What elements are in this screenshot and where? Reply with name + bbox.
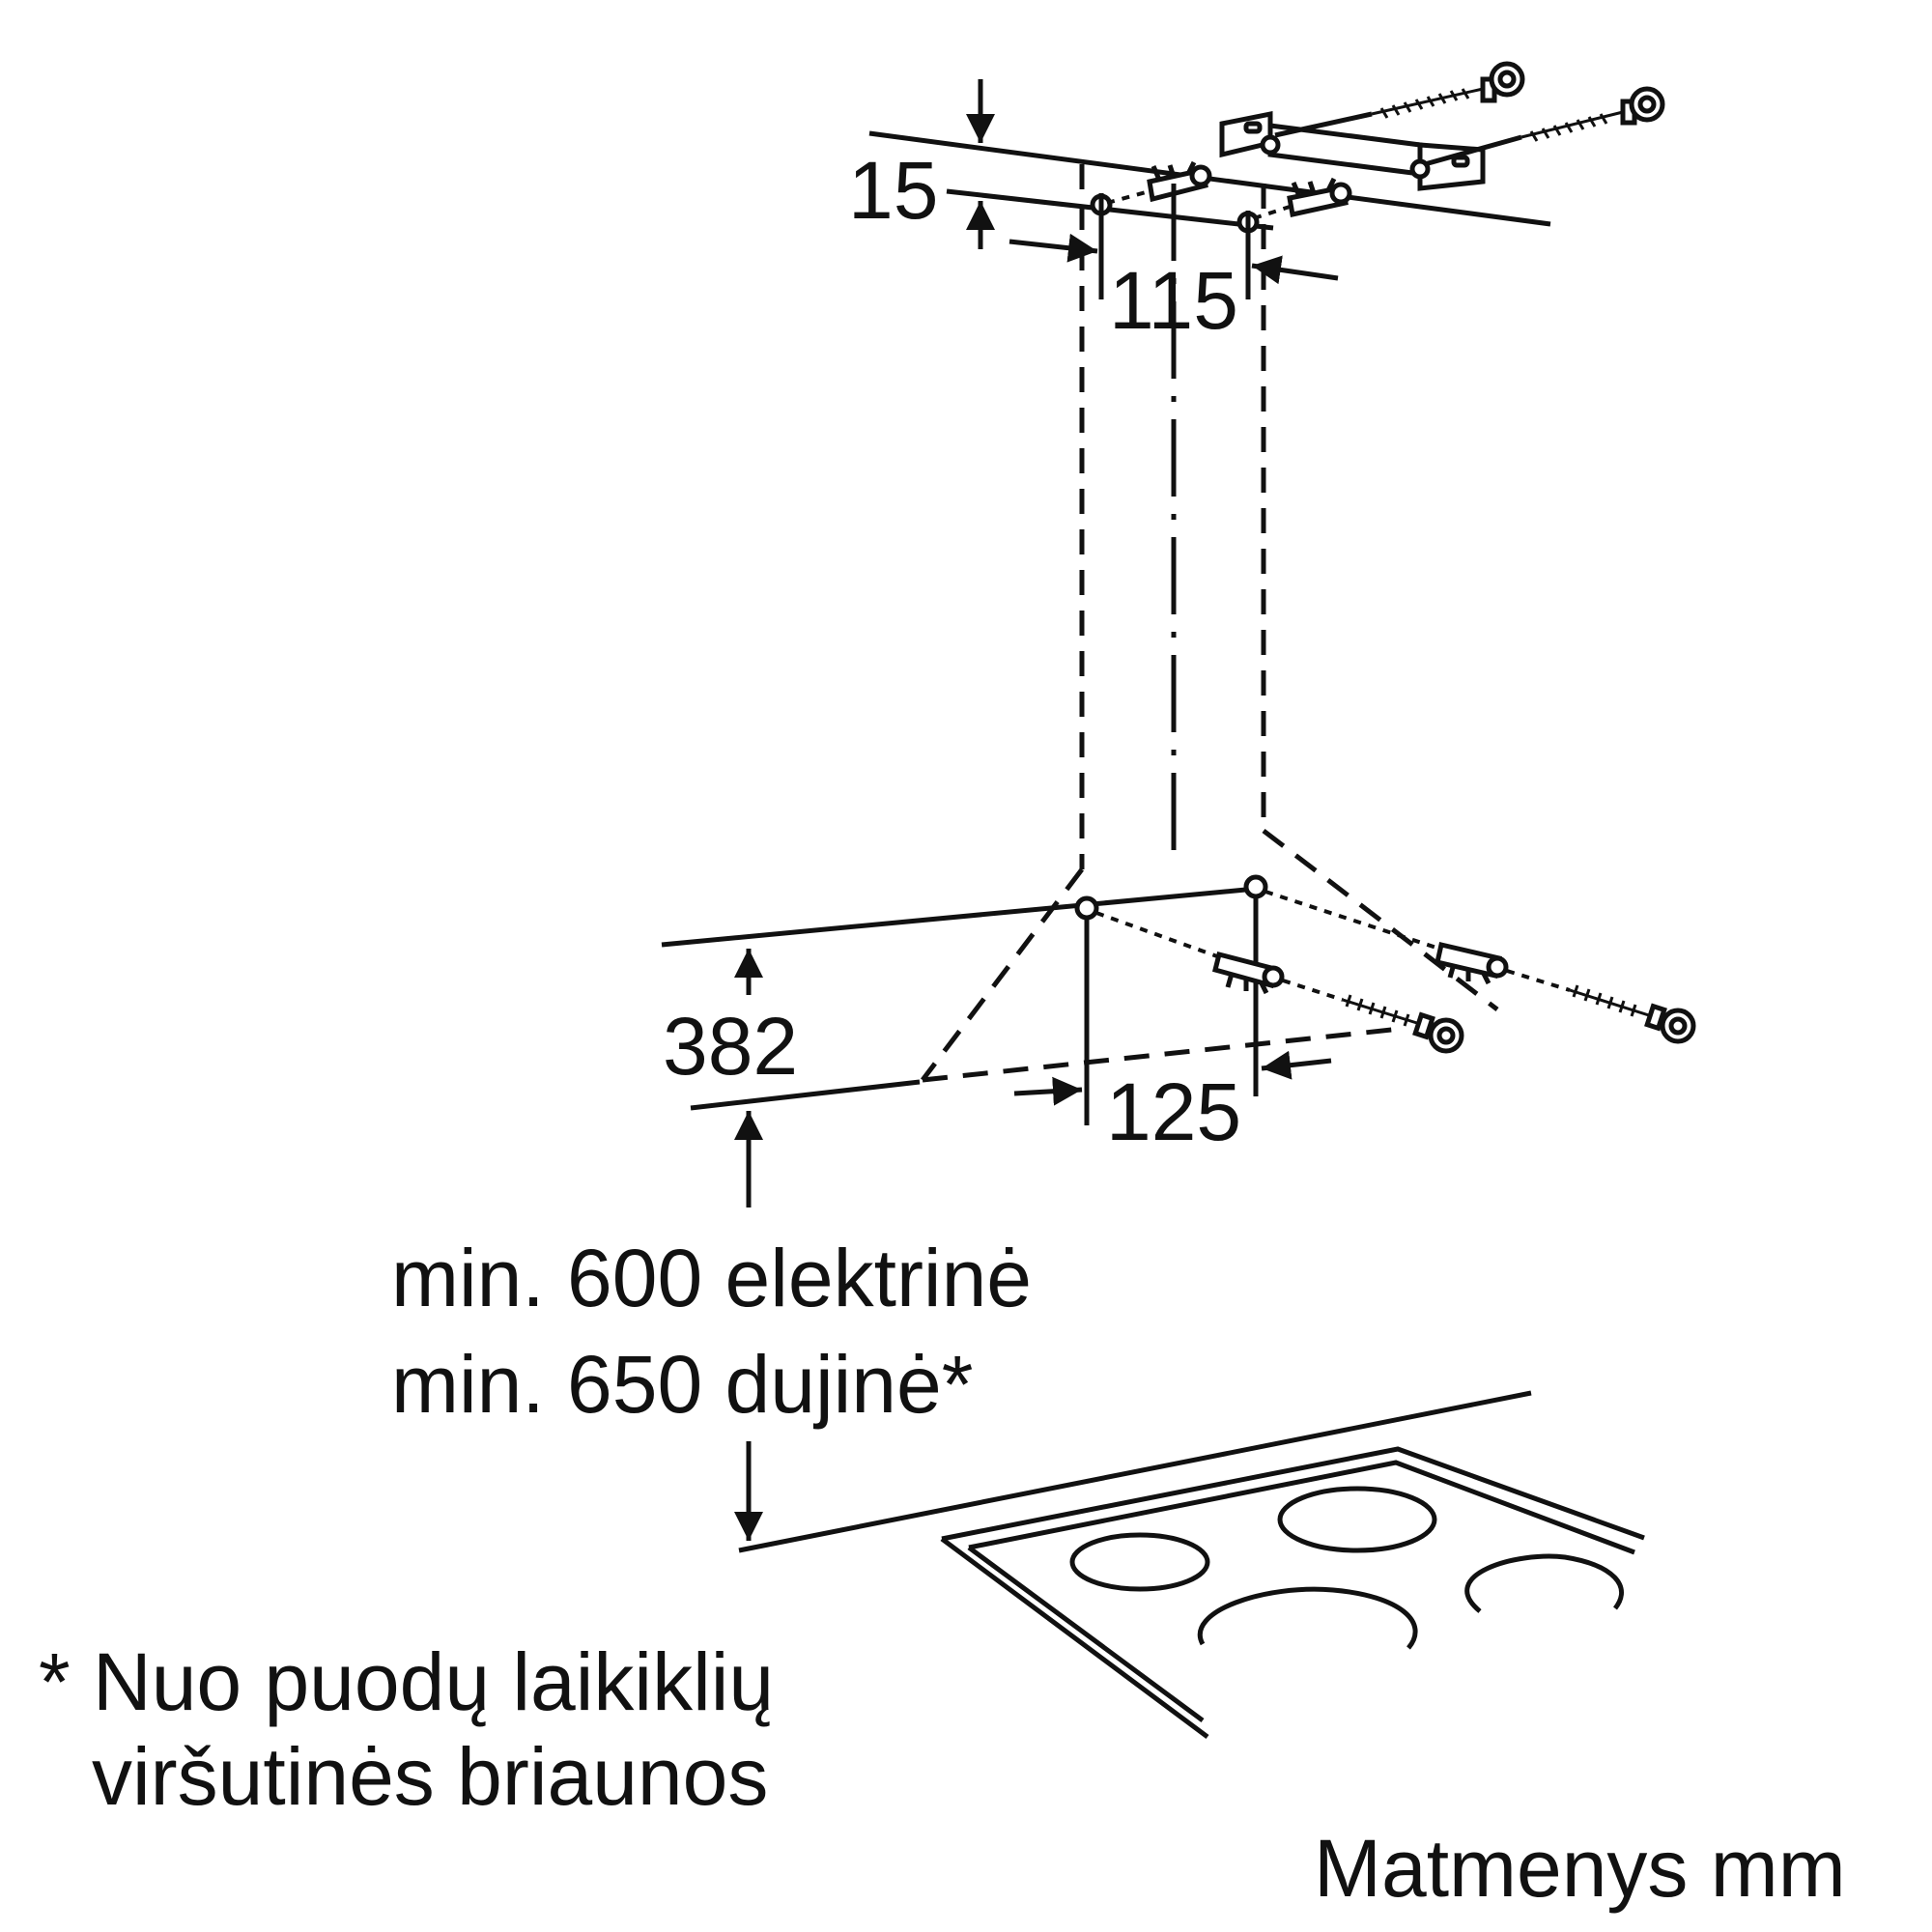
lower-dowel-1 xyxy=(1095,911,1344,1002)
top-screw-1 xyxy=(1274,61,1525,138)
lower-wall-line xyxy=(661,886,1257,1111)
top-dowel-2 xyxy=(1253,177,1352,220)
ceiling-holes xyxy=(1090,193,1260,299)
top-offset-label: 15 xyxy=(848,145,938,236)
mounting-bracket xyxy=(1219,110,1486,191)
footnote-line-2: viršutinės briaunos xyxy=(92,1731,768,1822)
burner-front-right xyxy=(1464,1553,1624,1613)
clearance-electric-label: min. 600 elektrinė xyxy=(391,1233,1032,1323)
footnote-line-1: * Nuo puodų laikiklių xyxy=(39,1636,774,1727)
top-screw-2 xyxy=(1424,86,1665,167)
bottom-offset-label: 382 xyxy=(663,1001,798,1092)
bottom-offset-dimension: 382 xyxy=(663,949,798,1092)
clearance-dimension: min. 600 elektrinė min. 650 dujinė* xyxy=(391,1111,1032,1541)
lower-screw-1 xyxy=(1342,994,1464,1054)
units-note: Matmenys mm xyxy=(1314,1823,1846,1914)
lower-holes xyxy=(1074,874,1268,1125)
cooktop xyxy=(738,1390,1645,1740)
lower-dowel-2 xyxy=(1264,890,1571,992)
burner-front-left xyxy=(1198,1586,1418,1650)
chimney-outline xyxy=(921,164,1499,1083)
bottom-spacing-label: 125 xyxy=(1106,1066,1241,1157)
burner-back-right xyxy=(1277,1486,1437,1553)
bottom-spacing-dimension: 125 xyxy=(1013,1050,1332,1157)
burner-back-left xyxy=(1069,1532,1210,1592)
top-dowel-1 xyxy=(1106,160,1212,205)
lower-screw-2 xyxy=(1569,984,1696,1044)
top-offset-dimension: 15 xyxy=(848,79,995,249)
clearance-gas-label: min. 650 dujinė* xyxy=(391,1339,973,1430)
